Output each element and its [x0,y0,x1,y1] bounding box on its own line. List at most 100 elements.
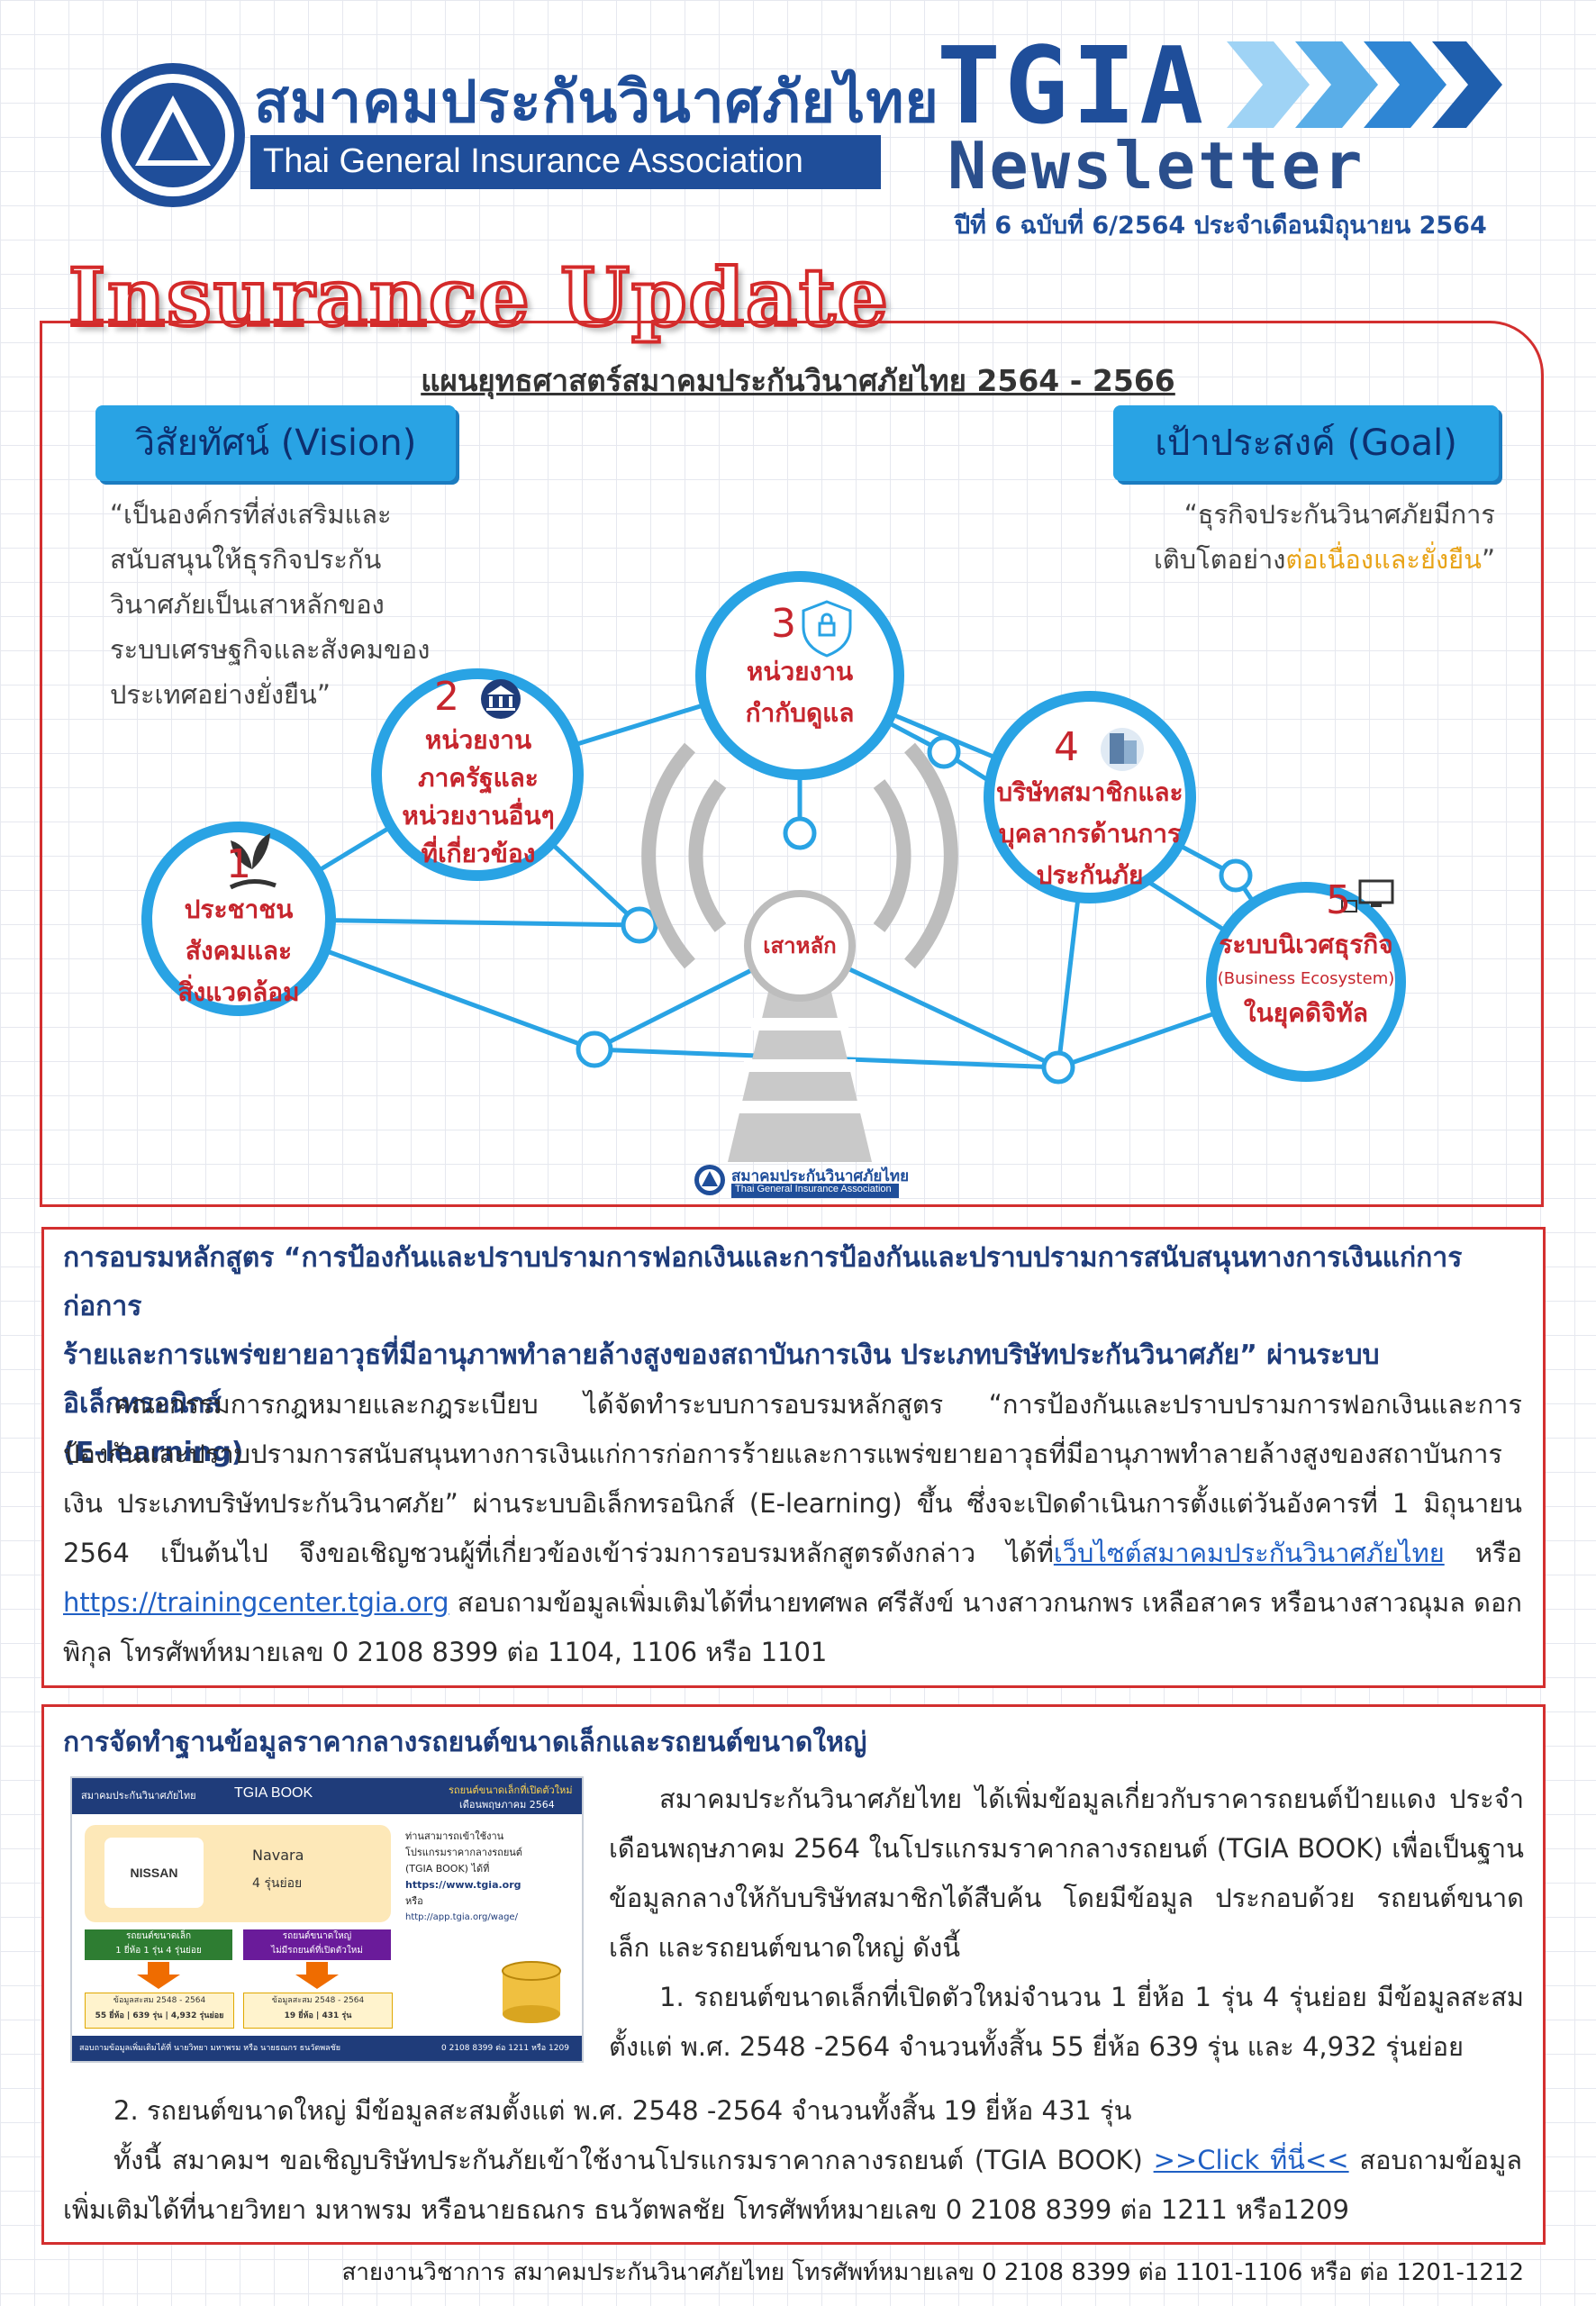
goal-line: เติบโตอย่างต่อเนื่องและยั่งยืน” [1099,537,1495,582]
article-elearning [41,1227,1546,1688]
government-building-icon [481,679,521,719]
network-junction [1219,858,1253,893]
vision-line: ประเทศอย่างยั่งยืน” [110,679,331,710]
title-line: การอบรมหลักสูตร “การป้องกันและปราบปรามกา… [63,1242,1463,1322]
vision-line: สนับสนุนให้ธุรกิจประกัน [110,544,382,575]
node-circle-5 [1206,882,1406,1082]
small-logo-th: สมาคมประกันวินาศภัยไทย [731,1167,910,1185]
infographic-model: Navara [252,1847,304,1864]
node-number: 2 [434,674,459,720]
node-number: 1 [226,841,251,887]
article-car-price-para1: สมาคมประกันวินาศภัยไทย ได้เพิ่มข้อมูลเกี… [609,1784,1524,1963]
node-line: บุคลากรด้านการ [998,819,1182,849]
access-line: ท่านสามารถเข้าใช้งาน [405,1830,504,1842]
article-car-price-closing: ทั้งนี้ สมาคมฯ ขอเชิญบริษัทประกันภัยเข้า… [63,2136,1522,2235]
body-text: ทั้งนี้ สมาคมฯ ขอเชิญบริษัทประกันภัยเข้า… [113,2145,1154,2175]
infographic-footer [72,2036,582,2061]
database-coin-icon [502,1961,561,2023]
node-number: 4 [1054,724,1079,770]
infographic-foot-tel: 0 2108 8399 ต่อ 1211 หรือ 1209 [441,2044,569,2053]
node-2-label: 2 หน่วยงาน ภาครัฐและ หน่วยงานอื่นๆ ที่เก… [384,677,573,873]
node-line: บริษัทสมาชิกและ [996,777,1183,807]
node-line: หน่วยงาน [746,657,854,686]
body-text: คณะกรรมการกฎหมายและกฎระเบียบ ได้จัดทำระบ… [63,1389,1522,1568]
goal-text-part: เติบโตอย่าง [1153,544,1286,575]
network-junction [927,735,961,769]
goal-highlight: ต่อเนื่องและยั่งยืน [1285,544,1482,575]
goal-text-part: ” [1481,544,1495,575]
small-car-stats: ข้อมูลสะสม 2548 - 2564 55 ยี่ห้อ | 639 ร… [85,1993,234,2029]
goal-label: เป้าประสงค์ (Goal) [1113,405,1499,481]
brand-newsletter: Newsletter [948,128,1365,204]
insurance-update-banner: Insurance Update [67,249,890,346]
page-footer: สายงานวิชาการ สมาคมประกันวินาศภัยไทย โทร… [341,2259,1524,2286]
office-building-icon [1101,728,1144,771]
node-line: สิ่งแวดล้อม [177,977,300,1007]
access-url: https://www.tgia.org [405,1879,521,1891]
vision-line: “เป็นองค์กรที่ส่งเสริมและ [110,499,392,530]
node-line: สังคมและ [185,936,293,966]
node-number: 3 [771,601,796,647]
goal-text: “ธุรกิจประกันวินาศภัยมีการ เติบโตอย่างต่… [1099,492,1495,582]
small-logo-bar [731,1184,899,1198]
node-line: หน่วยงานอื่นๆ [402,801,555,831]
body-text: สอบถามข้อมูลเพิ่มเติมได้ที่นายทศพล ศรีสั… [63,1587,1522,1667]
training-center-link[interactable]: https://trainingcenter.tgia.org [63,1587,449,1618]
big-car-box: รถยนต์ขนาดใหญ่ ไม่มีรถยนต์ที่เปิดตัวใหม่ [243,1929,391,1960]
node-circle-2 [371,668,584,881]
node-number: 5 [1326,877,1351,923]
org-name-thai: สมาคมประกันวินาศภัยไทย [254,69,939,136]
network-junction [783,816,817,850]
down-arrow-icon [137,1962,339,1989]
brand-tgia: TGIA [937,23,1208,148]
node-4-label: 4 บริษัทสมาชิกและ บุคลากรด้านการ ประกันภ… [989,728,1191,896]
shield-lock-icon [802,600,852,658]
article-elearning-title: การอบรมหลักสูตร “การป้องกันและปราบปรามกา… [63,1234,1522,1477]
strategy-frame [40,321,1544,1207]
access-line: หรือ [405,1895,423,1907]
tgia-book-infographic: สมาคมประกันวินาศภัยไทย TGIA BOOK รถยนต์ข… [70,1776,584,2063]
org-name-english: Thai General Insurance Association [263,142,803,180]
body-text: หรือ [1444,1538,1522,1568]
small-car-label: รถยนต์ขนาดเล็ก [126,1931,191,1941]
small-logo-en: Thai General Insurance Association [735,1184,892,1194]
infographic-ribbon2: เดือนพฤษภาคม 2564 [459,1799,555,1811]
article-car-price-item1: 1. รถยนต์ขนาดเล็กที่เปิดตัวใหม่จำนวน 1 ย… [609,1982,1524,2062]
pillar-tower-icon [641,742,958,1162]
node-5-label: 5 ระบบนิเวศธุรกิจ (Business Ecosystem) ใ… [1216,881,1396,1033]
triangle-emblem-icon [135,95,211,166]
small-car-box: รถยนต์ขนาดเล็ก 1 ยี่ห้อ 1 รุ่น 4 รุ่นย่อ… [85,1929,232,1960]
title-line: ร้ายและการแพร่ขยายอาวุธที่มีอานุภาพทำลาย… [63,1339,1380,1420]
infographic-foot: สอบถามข้อมูลเพิ่มเติมได้ที่ นายวิทยา มหา… [79,2044,341,2053]
vision-label: วิสัยทัศน์ (Vision) [95,405,456,481]
article-elearning-body: คณะกรรมการกฎหมายและกฎระเบียบ ได้จัดทำระบ… [63,1380,1522,1677]
click-here-link[interactable]: >>Click ที่นี่<< [1153,2145,1349,2175]
tgia-website-link[interactable]: เว็บไซต์สมาคมประกันวินาศภัยไทย [1053,1538,1445,1568]
stats-values: 19 ยี่ห้อ | 431 รุ่น [284,2011,352,2020]
network-junction [621,906,658,944]
pillar-label: เสาหลัก [763,933,837,958]
article-car-price-title: การจัดทำฐานข้อมูลราคากลางรถยนต์ขนาดเล็กแ… [63,1727,867,1758]
node-line: ที่เกี่ยวข้อง [421,839,536,868]
network-junction [1041,1050,1075,1085]
body-text: สอบถามข้อมูลเพิ่มเติมได้ที่นายวิทยา มหาพ… [63,2145,1522,2225]
tgia-logo-emblem [121,83,225,187]
infographic-ribbon1: รถยนต์ขนาดเล็กที่เปิดตัวใหม่ [449,1784,573,1796]
node-line: ในยุคดิจิทัล [1243,998,1369,1028]
small-car-detail: 1 ยี่ห้อ 1 รุ่น 4 รุ่นย่อย [115,1946,202,1956]
node-3-label: 3 หน่วยงาน กำกับดูแล [712,602,888,734]
vision-line: วินาศภัยเป็นเสาหลักของ [110,589,385,620]
access-line: โปรแกรมราคากลางรถยนต์ [405,1847,522,1858]
stats-range: ข้อมูลสะสม 2548 - 2564 [113,1996,206,2005]
title-line: (E-learning) [63,1437,244,1468]
org-name-bar [250,135,881,189]
plant-hand-icon [229,833,277,890]
infographic-book: TGIA BOOK [234,1785,313,1801]
access-url: http://app.tgia.org/wage/ [405,1912,518,1922]
node-1-label: 1 ประชาชน สังคมและ สิ่งแวดล้อม [149,845,329,1013]
infographic-access: ท่านสามารถเข้าใช้งาน โปรแกรมราคากลางรถยน… [405,1829,573,1926]
goal-line: “ธุรกิจประกันวินาศภัยมีการ [1183,499,1495,530]
computer-network-icon [1341,879,1394,912]
stats-values: 55 ยี่ห้อ | 639 รุ่น | 4,932 รุ่นย่อย [95,2011,224,2020]
stats-range: ข้อมูลสะสม 2548 - 2564 [271,1996,365,2005]
